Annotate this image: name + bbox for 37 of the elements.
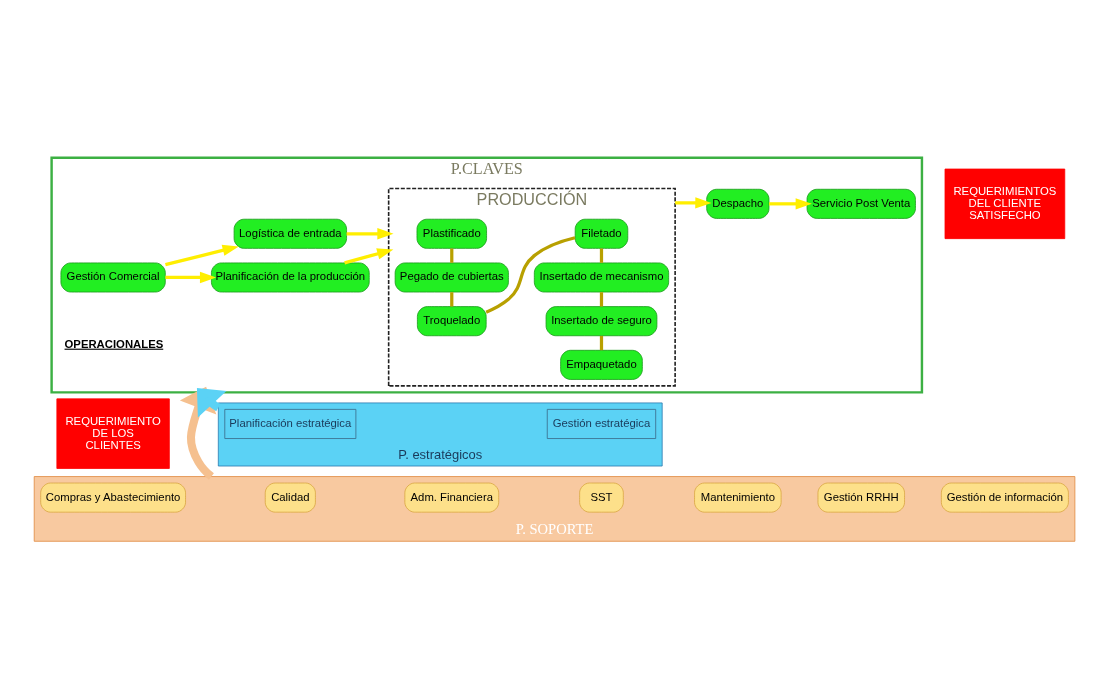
node-box: Insertado de mecanismo (533, 262, 670, 292)
arrow (769, 197, 812, 210)
node-box: REQUERIMIENTOS DEL CLIENTE SATISFECHO (944, 168, 1066, 239)
node-box: Plastificado (416, 218, 487, 249)
connector (599, 335, 604, 350)
node-box: Adm. Financiera (404, 482, 500, 513)
node-box: Gestión estratégica (546, 408, 657, 439)
node-box: Mantenimiento (694, 482, 782, 513)
node-box: Filetado (574, 218, 629, 249)
node-box: Calidad (264, 482, 316, 513)
arrow (165, 271, 217, 283)
arrow (344, 247, 394, 264)
node-box: Gestión Comercial (60, 262, 166, 292)
arrow (165, 244, 239, 266)
node-box: Despacho (706, 188, 770, 219)
node-box: Logística de entrada (233, 218, 347, 249)
node-box: Planificación estratégica (224, 408, 357, 439)
connector (450, 248, 454, 263)
connector (599, 248, 604, 263)
arrow (675, 196, 712, 208)
node-box: Troquelado (416, 305, 487, 336)
node-box: SST (579, 482, 624, 513)
node-box: Pegado de cubiertas (394, 262, 509, 292)
node-box: Gestión de información (940, 482, 1069, 513)
node-box: Empaquetado (560, 349, 643, 380)
connector (450, 291, 454, 306)
node-box: Planificación de la producción (211, 262, 370, 292)
node-box: Gestión RRHH (817, 482, 905, 513)
node-box: Servicio Post Venta (806, 188, 916, 219)
node-box: Compras y Abastecimiento (40, 482, 186, 513)
label: OPERACIONALES (64, 337, 164, 350)
arrow (196, 387, 227, 418)
arrow (346, 227, 394, 239)
connector (599, 291, 604, 306)
node-box: Insertado de seguro (545, 305, 658, 336)
node-box: REQUERIMIENTO DE LOS CLIENTES (56, 397, 170, 469)
connector (485, 235, 576, 314)
